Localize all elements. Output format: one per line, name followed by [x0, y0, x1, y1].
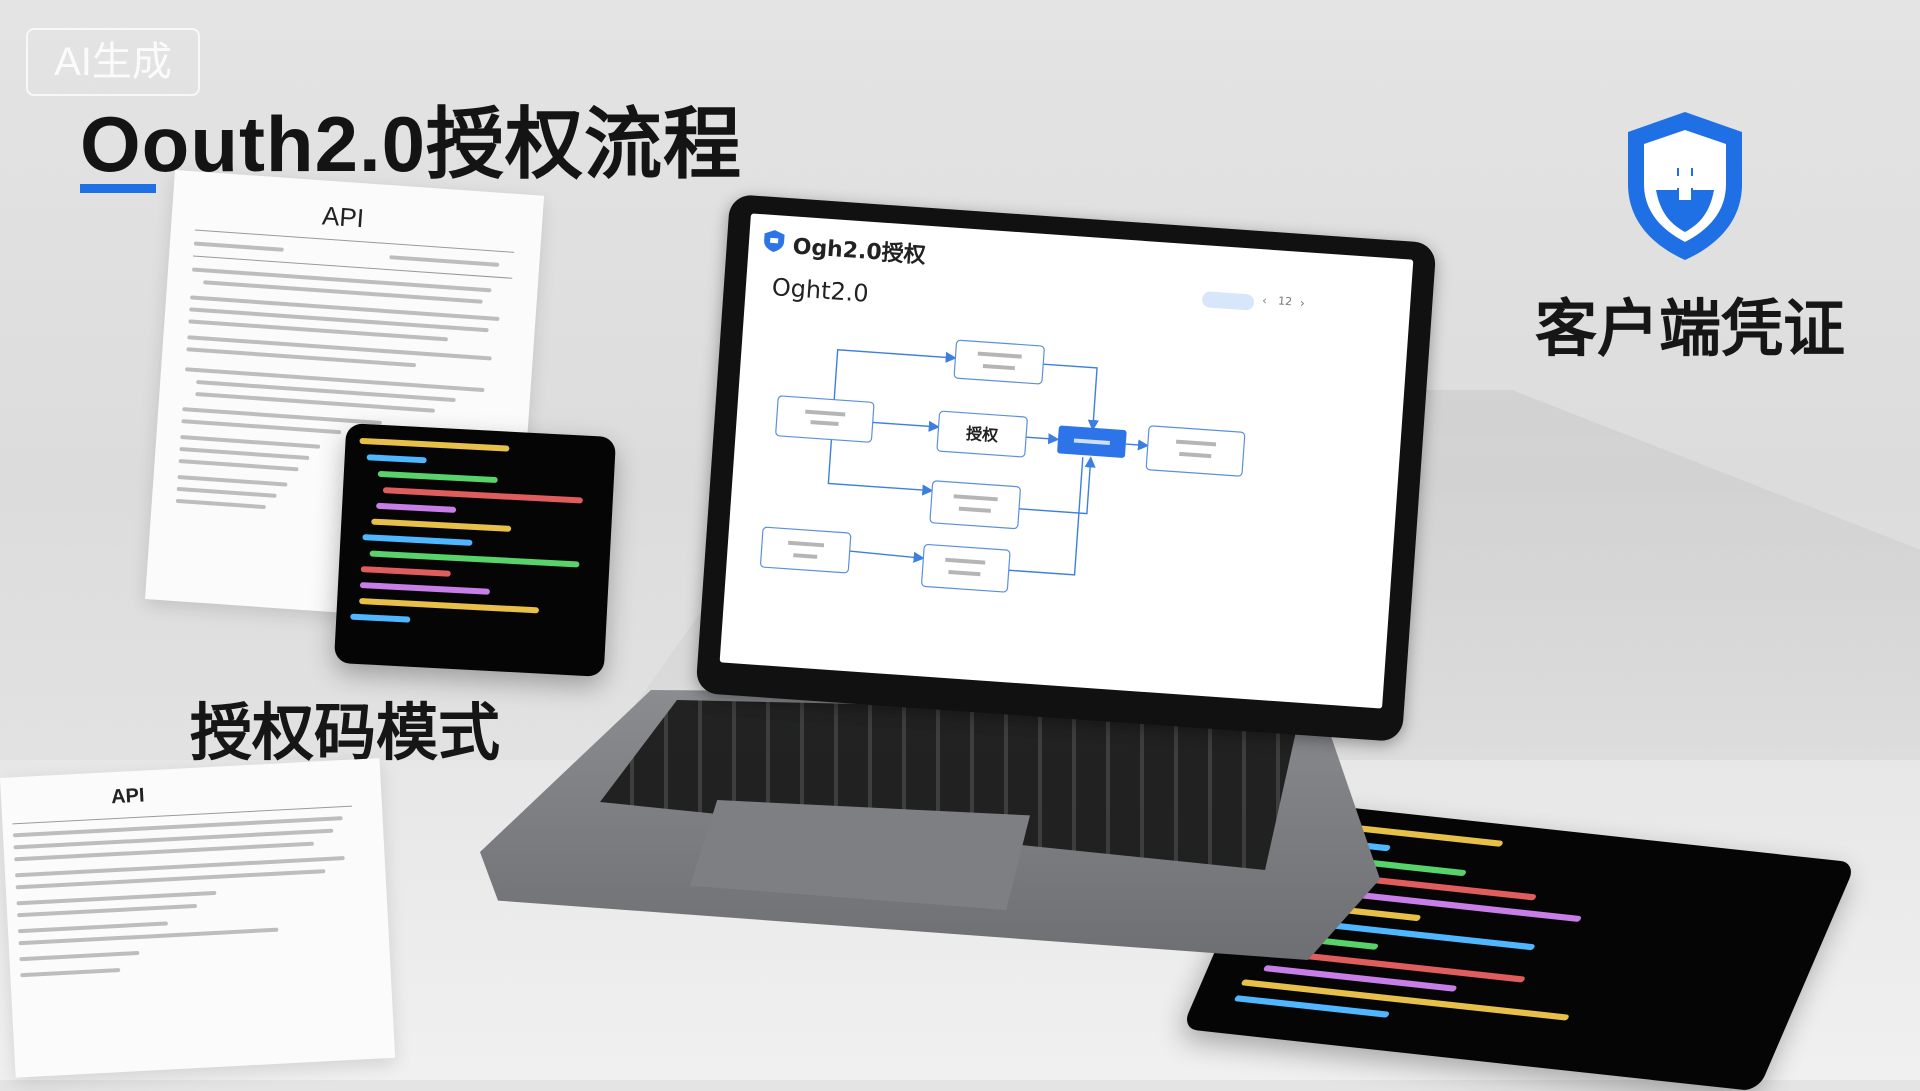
api-document-bottom: API [0, 758, 396, 1078]
flow-node-resource [1145, 425, 1246, 477]
doc-title: API [321, 200, 366, 234]
oauth-flow-diagram: 授权 [760, 339, 1246, 593]
flow-node-consent [953, 339, 1045, 385]
page-number: 12 [1277, 294, 1293, 309]
app-title: Ogh2.0授权 [791, 234, 927, 269]
laptop-screen: Ogh2.0授权 Oght2.0 ‹ 12 › [719, 213, 1414, 709]
chevron-left-icon[interactable]: ‹ [1261, 293, 1268, 308]
authorization-code-heading: 授权码模式 [190, 696, 501, 769]
flow-node-verify [929, 480, 1021, 530]
client-credentials-heading: 客户端凭证 [1535, 292, 1846, 365]
shield-icon [1628, 112, 1742, 260]
shield-logo-icon [764, 230, 785, 253]
laptop-lid: Ogh2.0授权 Oght2.0 ‹ 12 › [695, 193, 1437, 743]
flow-node-client [760, 526, 852, 574]
flow-node-label: 授权 [965, 424, 999, 445]
code-tablet-small [333, 423, 617, 677]
chevron-right-icon[interactable]: › [1299, 295, 1306, 311]
flow-node-authorize: 授权 [936, 410, 1028, 458]
ai-generated-badge: AI生成 [26, 28, 200, 96]
doc-title: API [110, 784, 146, 809]
status-pill[interactable] [1201, 291, 1255, 311]
flow-node-token [1057, 425, 1127, 458]
flow-node-exchange [921, 543, 1011, 593]
title-underline [80, 184, 156, 193]
flow-node-user [775, 395, 875, 443]
